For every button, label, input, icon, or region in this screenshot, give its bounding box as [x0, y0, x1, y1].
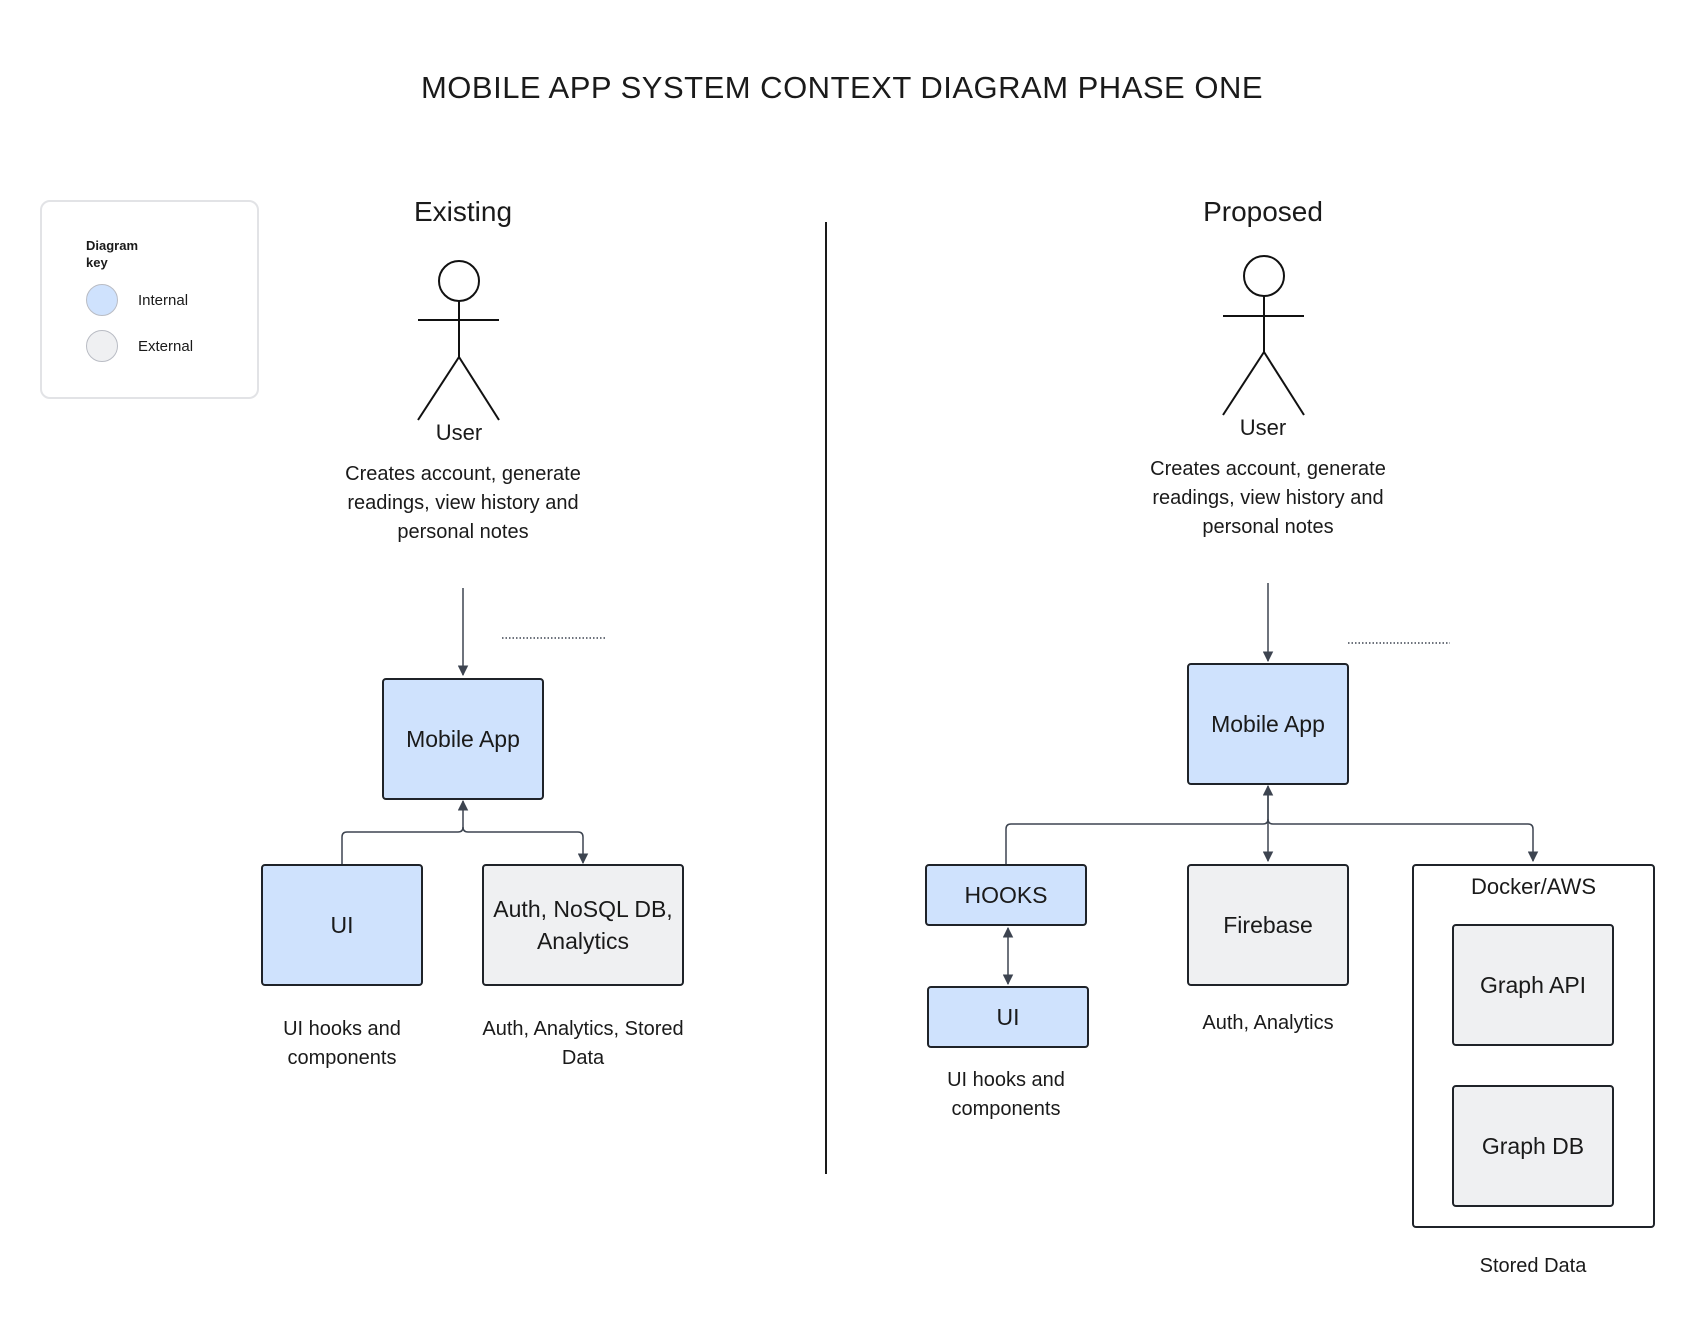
graph-api-box[interactable]: Graph API: [1452, 924, 1614, 1046]
existing-user-label: User: [435, 420, 483, 445]
internal-label: Internal: [138, 292, 189, 309]
existing-mobile-app-box[interactable]: Mobile App: [382, 678, 544, 800]
proposed-hooks-to-app-connector: [1005, 784, 1274, 864]
existing-ui-to-app-connector: [341, 799, 469, 865]
proposed-hooks-box[interactable]: HOOKS: [925, 864, 1087, 926]
diagram-key-title: Diagram key: [86, 238, 139, 270]
existing-backend-caption: Auth, Analytics, Stored Data: [482, 1018, 684, 1069]
external-swatch: [86, 330, 118, 362]
docker-caption: Stored Data: [1479, 1255, 1587, 1277]
existing-user-description: Creates account, generate readings, view…: [345, 463, 581, 543]
proposed-ui-label: UI: [996, 1004, 1020, 1030]
proposed-firebase-box[interactable]: Firebase: [1187, 864, 1349, 986]
section-divider: [825, 222, 827, 1174]
proposed-mobile-app-label: Mobile App: [1211, 711, 1325, 737]
proposed-app-to-docker-connector: [1267, 818, 1539, 863]
proposed-mobile-app-box[interactable]: Mobile App: [1187, 663, 1349, 785]
proposed-firebase-label: Firebase: [1223, 912, 1313, 938]
graph-api-label: Graph API: [1479, 972, 1587, 998]
proposed-ui-box[interactable]: UI: [927, 986, 1089, 1048]
diagram-key: Diagram key Internal External: [40, 200, 259, 399]
existing-user-icon: [417, 260, 500, 421]
proposed-firebase-caption: Auth, Analytics: [1202, 1012, 1334, 1034]
existing-app-to-backend-connector: [462, 826, 589, 865]
proposed-heading: Proposed: [1203, 196, 1323, 227]
diagram-title: MOBILE APP SYSTEM CONTEXT DIAGRAM PHASE …: [420, 70, 1264, 105]
proposed-user-label: User: [1239, 415, 1287, 440]
existing-heading: Existing: [413, 196, 513, 227]
docker-aws-label: Docker/AWS: [1470, 874, 1597, 899]
existing-backend-label: Auth, NoSQL DB, Analytics: [493, 896, 673, 954]
existing-ui-label: UI: [330, 912, 354, 938]
external-label: External: [138, 338, 194, 355]
proposed-hooks-label: HOOKS: [964, 882, 1048, 908]
graph-db-label: Graph DB: [1481, 1133, 1585, 1159]
existing-mobile-app-label: Mobile App: [406, 726, 520, 752]
existing-backend-box[interactable]: Auth, NoSQL DB, Analytics: [482, 864, 684, 986]
existing-ui-box[interactable]: UI: [261, 864, 423, 986]
graph-db-box[interactable]: Graph DB: [1452, 1085, 1614, 1207]
proposed-user-description: Creates account, generate readings, view…: [1150, 458, 1386, 538]
internal-swatch: [86, 284, 118, 316]
proposed-user-icon: [1222, 255, 1305, 416]
existing-ui-caption: UI hooks and components: [283, 1018, 401, 1069]
proposed-ui-caption: UI hooks and components: [947, 1069, 1065, 1120]
